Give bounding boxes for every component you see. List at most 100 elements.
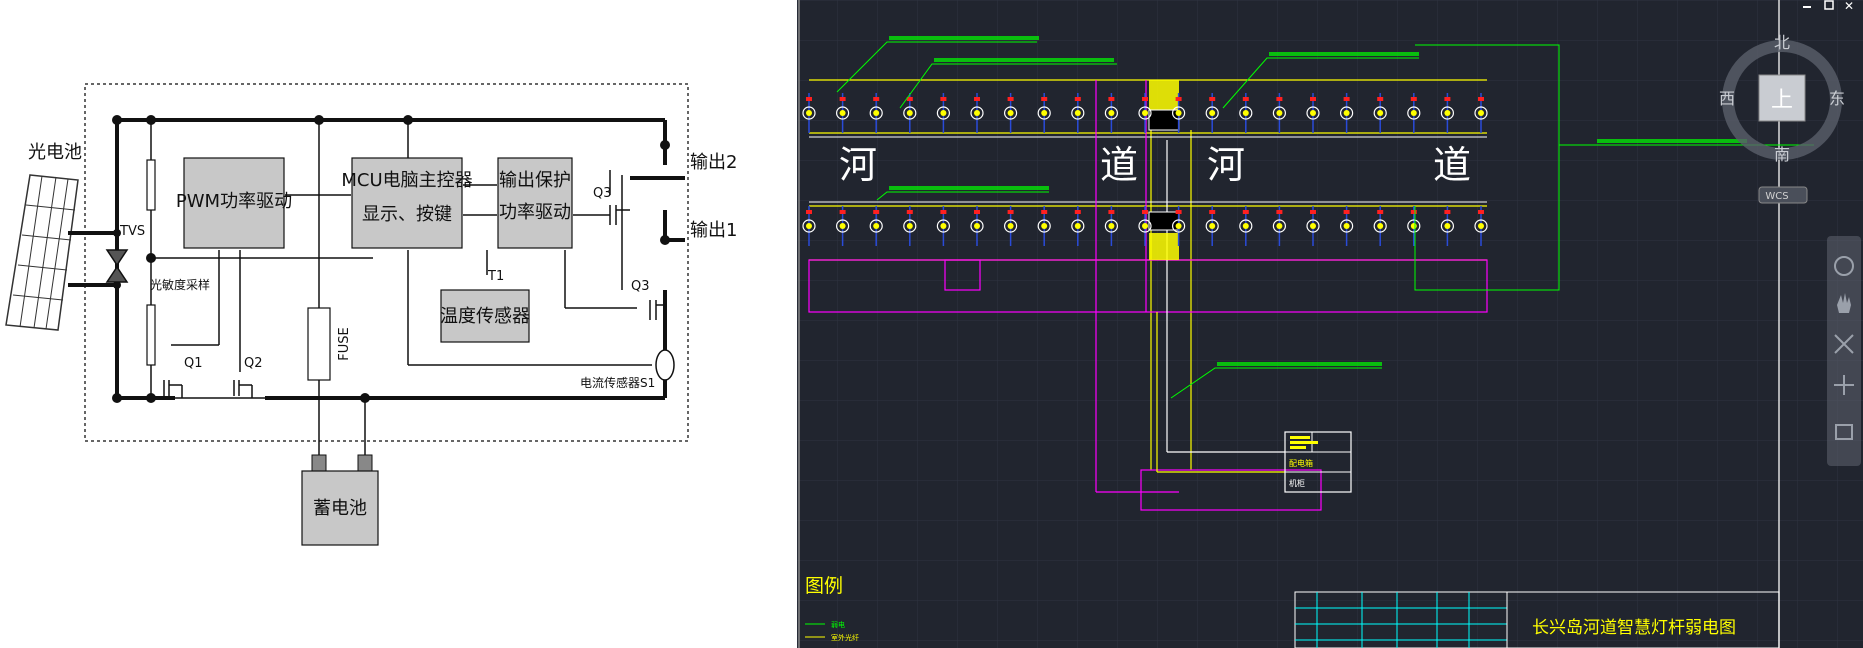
pole-marker xyxy=(1074,210,1081,214)
lamp-pole-core xyxy=(1410,110,1417,116)
maximize-icon[interactable] xyxy=(1824,0,1834,10)
lamp-pole-icon xyxy=(1071,219,1085,233)
resistor-icon xyxy=(146,159,156,211)
lamp-pole-core xyxy=(1478,223,1484,229)
pole-marker xyxy=(974,210,980,214)
lamp-pole-core xyxy=(873,223,880,229)
solar-panel-icon xyxy=(5,174,79,331)
cabinet-row-1: 配电箱 xyxy=(1289,458,1313,468)
navigation-bar[interactable] xyxy=(1827,236,1861,466)
compass-south[interactable]: 南 xyxy=(1774,145,1790,164)
cad-viewport[interactable]: 河 道 河 道 配电箱 机柜 图例 弱电 室外光纤 长兴岛河道智慧灯杆弱电图 ✕ xyxy=(797,0,1863,648)
wcs-dropdown[interactable] xyxy=(1758,186,1808,204)
t1-label: T1 xyxy=(487,269,504,284)
resistor-icon xyxy=(146,304,156,366)
compass-north[interactable]: 北 xyxy=(1774,33,1790,52)
lamp-pole-core xyxy=(1478,110,1484,116)
lamp-pole-icon xyxy=(1407,106,1421,120)
lamp-pole-icon xyxy=(1205,106,1219,120)
lamp-pole-icon xyxy=(1071,106,1085,120)
circuit-diagram-panel: 光电池 xyxy=(0,0,797,648)
lamp-pole-icon xyxy=(1138,219,1152,233)
q3-top-transistor-icon xyxy=(609,205,630,225)
road-centerlines xyxy=(809,136,1487,203)
pole-marker xyxy=(1142,210,1148,214)
lamp-pole-icon xyxy=(1037,219,1051,233)
lamp-pole-core xyxy=(974,110,980,116)
junction-box xyxy=(1148,109,1180,131)
lamp-pole-row-south xyxy=(802,206,1488,246)
lamp-pole-icon xyxy=(1138,106,1152,120)
steering-wheel-icon[interactable] xyxy=(1834,256,1854,276)
lamp-pole-icon xyxy=(936,219,950,233)
showmotion-icon[interactable] xyxy=(1835,424,1853,440)
q2-label: Q2 xyxy=(244,356,263,371)
lamp-pole-core xyxy=(940,223,947,229)
pole-marker xyxy=(806,210,812,214)
q1-transistor-icon xyxy=(163,380,183,398)
cabinet-row-2: 机柜 xyxy=(1289,478,1305,488)
lamp-pole-icon xyxy=(1272,219,1286,233)
compass-east[interactable]: 东 xyxy=(1829,89,1845,108)
lamp-pole-core xyxy=(1108,223,1115,229)
lamp-pole-icon xyxy=(1004,106,1018,120)
fuse-icon xyxy=(307,307,331,381)
orbit-icon[interactable] xyxy=(1834,375,1854,395)
close-icon[interactable]: ✕ xyxy=(1844,0,1854,13)
mcu-controller-box xyxy=(351,157,463,249)
battery-box xyxy=(301,470,379,546)
battery-terminal-icon xyxy=(311,454,327,472)
lamp-pole-core xyxy=(1276,223,1283,229)
lamp-pole-icon xyxy=(1037,106,1051,120)
legend-title: 图例 xyxy=(805,575,843,597)
pole-marker xyxy=(1242,210,1249,214)
lamp-pole-core xyxy=(974,223,980,229)
fuse-label: FUSE xyxy=(337,327,352,360)
road-label: 道 xyxy=(1433,143,1471,187)
lamp-pole-core xyxy=(1142,223,1148,229)
pole-marker xyxy=(1209,210,1216,214)
pole-marker xyxy=(1377,97,1384,101)
current-sensor-label: 电流传感器S1 xyxy=(580,375,655,390)
zoom-icon[interactable] xyxy=(1834,334,1854,354)
river-label: 河 xyxy=(1207,143,1245,187)
compass-west[interactable]: 西 xyxy=(1719,89,1735,108)
lamp-pole-icon xyxy=(835,219,850,233)
crosswalk-block xyxy=(1149,80,1179,110)
lamp-pole-core xyxy=(1209,110,1216,116)
pole-marker xyxy=(1478,97,1484,101)
viewcube-top-face[interactable] xyxy=(1758,74,1806,122)
lamp-pole-icon xyxy=(1004,219,1018,233)
pole-marker xyxy=(873,210,880,214)
lamp-pole-core xyxy=(1041,110,1048,116)
minimize-icon[interactable] xyxy=(1803,6,1811,8)
lamp-pole-core xyxy=(1444,110,1451,116)
junction-dots xyxy=(112,115,670,403)
drawing-title: 长兴岛河道智慧灯杆弱电图 xyxy=(1532,618,1736,638)
q3-bottom-label: Q3 xyxy=(631,279,650,294)
lamp-pole-icon xyxy=(1104,219,1118,233)
window-controls[interactable]: ✕ xyxy=(1803,0,1854,13)
pole-marker xyxy=(1074,97,1081,101)
pole-marker xyxy=(806,97,812,101)
viewcube-compass[interactable]: 上 北 南 东 西 WCS xyxy=(1719,33,1845,204)
lamp-pole-core xyxy=(1142,110,1148,116)
pan-hand-icon[interactable] xyxy=(1837,293,1851,313)
lamp-pole-core xyxy=(906,110,913,116)
pole-marker xyxy=(1175,97,1182,101)
lamp-pole-core xyxy=(1444,223,1451,229)
annotation-leaders xyxy=(836,41,1814,399)
lamp-pole-icon xyxy=(1306,106,1320,120)
lamp-pole-core xyxy=(1175,110,1182,116)
lamp-pole-core xyxy=(1074,110,1081,116)
compass-ring[interactable] xyxy=(1722,40,1842,160)
pole-marker xyxy=(1209,97,1216,101)
lamp-pole-core xyxy=(1175,223,1182,229)
pole-marker xyxy=(1142,97,1148,101)
pole-marker xyxy=(1276,97,1283,101)
voltage-sample-label: 光敏度采样 xyxy=(150,277,210,292)
pole-marker xyxy=(1343,210,1350,214)
lamp-pole-core xyxy=(940,110,947,116)
lamp-pole-icon xyxy=(835,106,850,120)
pole-marker xyxy=(1410,97,1417,101)
